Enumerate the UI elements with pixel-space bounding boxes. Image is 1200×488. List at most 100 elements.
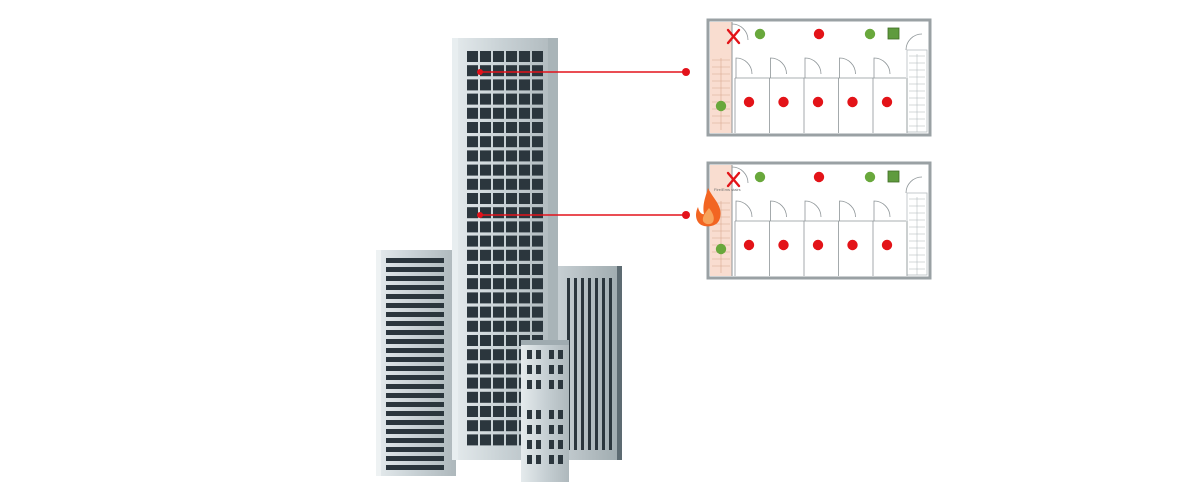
tower-window: [467, 122, 478, 133]
tower-window: [493, 164, 504, 176]
tower-window: [506, 221, 517, 233]
person-in-room: [778, 239, 789, 251]
window-band: [386, 348, 444, 353]
window-band: [386, 321, 444, 326]
window-band: [386, 267, 444, 272]
person-in-corridor: [813, 171, 825, 183]
window-strip: [595, 278, 598, 450]
room-door: [873, 57, 891, 78]
tower-window: [480, 391, 491, 403]
tower-window: [519, 51, 530, 62]
right-building-edge: [617, 266, 622, 460]
tower-window: [480, 136, 491, 148]
tower-window: [519, 320, 530, 332]
tower-window: [467, 349, 478, 361]
tower-window: [480, 306, 491, 318]
window-band: [386, 429, 444, 434]
tower-window: [480, 193, 491, 204]
tower-window: [506, 164, 517, 176]
tower-window: [506, 292, 517, 304]
window-band: [386, 402, 444, 407]
room-door: [804, 57, 822, 78]
tower-window: [493, 406, 504, 417]
fire-outer-flame: [696, 188, 721, 227]
tower-window: [519, 150, 530, 162]
tower-window: [467, 207, 478, 219]
tower-window: [493, 320, 504, 332]
tower-window: [506, 406, 517, 417]
window-band: [386, 375, 444, 380]
tower-window: [493, 434, 504, 446]
window-band: [386, 465, 444, 470]
window-band: [386, 303, 444, 308]
tower-window: [506, 207, 517, 219]
tower-window: [480, 335, 491, 346]
person-safe: [754, 171, 766, 183]
exit-point: [887, 170, 900, 183]
window-band: [386, 294, 444, 299]
front-window: [558, 380, 563, 389]
tower-window: [506, 178, 517, 190]
tower-window: [493, 363, 504, 375]
connector-end-dot: [682, 211, 690, 219]
front-window: [549, 440, 554, 449]
tower-window: [467, 107, 478, 119]
person-in-room: [743, 96, 755, 108]
front-window: [549, 455, 554, 464]
front-window: [536, 365, 541, 374]
tower-window: [532, 65, 543, 77]
tower-window: [480, 207, 491, 219]
tower-window: [493, 292, 504, 304]
tower-window: [467, 335, 478, 346]
person-in-room: [881, 239, 893, 251]
tower-window: [506, 420, 517, 432]
window-strip: [581, 278, 584, 450]
front-window: [527, 425, 532, 434]
upper-floor-plan: [706, 18, 932, 137]
tower-window: [480, 278, 491, 290]
front-building: [521, 340, 569, 482]
tower-window: [506, 107, 517, 119]
tower-window: [532, 235, 543, 247]
tower-window: [493, 235, 504, 247]
tower-window: [532, 136, 543, 148]
fire-floor-plan: Fire/Ems stairs: [706, 161, 932, 280]
front-window: [527, 365, 532, 374]
tower-window: [519, 164, 530, 176]
tower-window: [519, 79, 530, 91]
tower-window: [480, 235, 491, 247]
window-band: [386, 285, 444, 290]
tower-window: [506, 79, 517, 91]
front-building-roof: [521, 340, 569, 345]
person-safe: [864, 28, 876, 40]
front-window: [558, 350, 563, 359]
tower-window: [480, 93, 491, 105]
tower-window: [480, 420, 491, 432]
tower-window: [493, 51, 504, 62]
tower-window: [493, 335, 504, 346]
tower-window: [506, 51, 517, 62]
person-safe: [715, 100, 727, 112]
tower-window: [506, 363, 517, 375]
tower-window: [467, 406, 478, 417]
front-window: [558, 425, 563, 434]
person-in-room: [812, 239, 824, 251]
tower-window: [467, 193, 478, 204]
window-band: [386, 456, 444, 461]
tower-window: [532, 264, 543, 275]
tower-window: [506, 377, 517, 389]
front-window: [549, 365, 554, 374]
tower-window: [519, 249, 530, 261]
tower-window: [467, 79, 478, 91]
tower-window: [506, 193, 517, 204]
tower-window: [532, 193, 543, 204]
tower-window: [467, 93, 478, 105]
tower-highlight: [452, 38, 458, 460]
tower-window: [493, 278, 504, 290]
front-window: [536, 410, 541, 419]
exit-point: [887, 27, 900, 40]
tower-shadow: [548, 38, 558, 460]
tower-window: [480, 249, 491, 261]
person-in-room: [847, 239, 858, 251]
person-in-room: [847, 96, 858, 108]
